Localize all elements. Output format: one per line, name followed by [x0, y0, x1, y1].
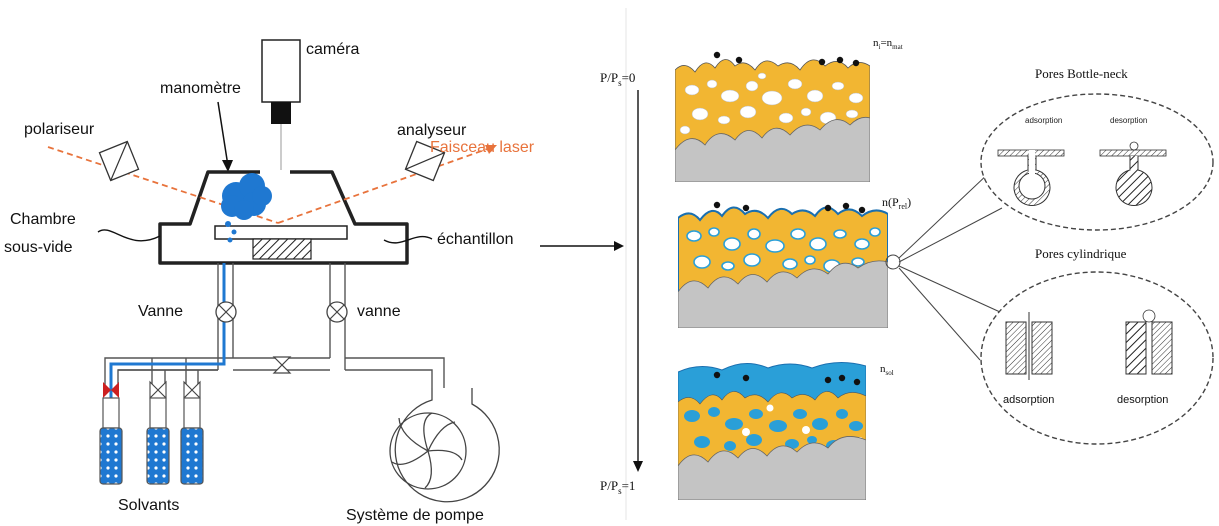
valve-right-icon — [326, 301, 348, 323]
experimental-setup: caméra manomètre polariseur — [4, 39, 624, 524]
analyzer-icon — [404, 140, 446, 182]
film-state-partial — [678, 196, 888, 328]
solvent-valve-2-icon — [149, 380, 167, 400]
pressure-start-label: P/Ps=0 — [600, 70, 635, 88]
zoom-lines — [885, 171, 1003, 361]
chamber-label-line2: sous-vide — [4, 239, 73, 256]
camera-label: caméra — [306, 41, 359, 58]
bn-desorption-label: desorption — [1110, 116, 1147, 125]
cyl-desorption-label: desorption — [1117, 394, 1168, 406]
state-empty-label: ni=nmat — [873, 37, 903, 51]
bn-adsorption-label: adsorption — [1025, 116, 1062, 125]
pressure-axis — [633, 90, 643, 472]
pressure-end-label: P/Ps=1 — [600, 478, 635, 496]
manometer-arrow — [217, 101, 233, 172]
bottleneck-zoom — [980, 93, 1214, 231]
solvent-valve-3-icon — [183, 380, 201, 400]
cylindrical-pore-adsorption-icon — [1005, 312, 1053, 380]
film-state-full — [678, 356, 866, 500]
to-zoom-arrow — [540, 241, 624, 251]
solvent-flow — [109, 263, 226, 430]
solvent-bottles — [99, 397, 204, 485]
chamber-pointer — [97, 229, 161, 242]
state-partial-label: n(Prel) — [882, 195, 911, 211]
sample-label: échantillon — [437, 231, 514, 248]
cyl-adsorption-label: adsorption — [1003, 394, 1054, 406]
manometer-label: manomètre — [160, 80, 241, 97]
cylindrical-title: Pores cylindrique — [1035, 246, 1127, 261]
analyzer-label: analyseur — [397, 122, 467, 139]
vapour-cloud — [221, 173, 272, 243]
vacuum-chamber — [158, 170, 409, 265]
cylindrical-pore-desorption-icon — [1125, 309, 1173, 375]
bottleneck-pore-adsorption-icon — [997, 149, 1065, 207]
bottleneck-pore-desorption-icon — [1099, 141, 1167, 207]
polarizer-label: polariseur — [24, 121, 95, 138]
solvents-label: Solvants — [118, 497, 179, 514]
valve-right-label: vanne — [357, 303, 401, 320]
pump-icon — [389, 388, 500, 503]
valve-left-icon — [215, 301, 237, 323]
state-full-label: nsol — [880, 363, 894, 377]
bottleneck-title: Pores Bottle-neck — [1035, 66, 1128, 81]
sample-pointer — [383, 236, 433, 244]
pump-label: Système de pompe — [346, 507, 484, 524]
main-line-valve-icon — [272, 356, 292, 374]
chamber-label-line1: Chambre — [10, 211, 76, 228]
film-state-empty — [675, 48, 870, 182]
laser-label: Faisceau laser — [430, 139, 535, 156]
sample-stage — [252, 238, 312, 260]
valve-left-label: Vanne — [138, 303, 183, 320]
solvent-valve-red-icon — [103, 382, 119, 398]
camera-icon — [261, 39, 301, 212]
polarizer-icon — [98, 140, 140, 182]
